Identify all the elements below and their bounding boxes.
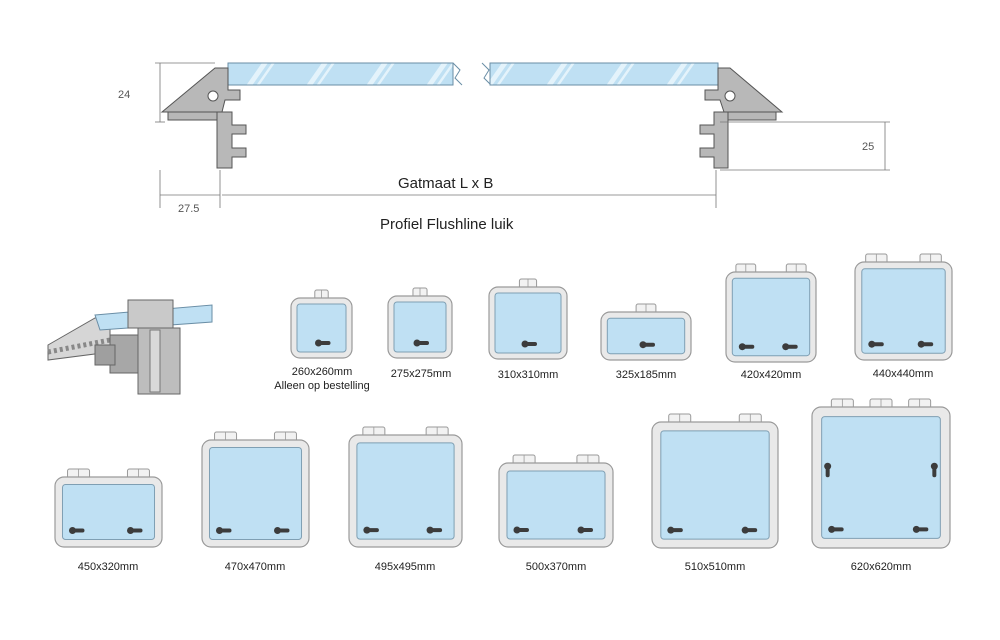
handle-icon <box>738 343 755 351</box>
hatch-item: 495x495mm <box>348 426 463 573</box>
hatch-glass <box>821 416 941 539</box>
hatch-item: 440x440mm <box>854 253 953 380</box>
dimension-lines <box>155 62 890 208</box>
handle-icon <box>363 526 379 534</box>
handle-icon <box>127 527 143 535</box>
hatch-size-label: 510x510mm <box>685 561 746 573</box>
hatch-glass <box>393 301 447 353</box>
handle-icon <box>413 339 429 347</box>
hatch-glass <box>506 470 606 540</box>
hatch-item: 510x510mm <box>651 413 779 573</box>
profile-caption: Profiel Flushline luik <box>380 216 514 233</box>
handle-icon <box>426 526 443 534</box>
hatch-item: 470x470mm <box>201 431 310 573</box>
hatch-size-label: 310x310mm <box>498 369 559 381</box>
hinge-detail-drawing <box>47 299 213 395</box>
handle-icon <box>521 340 537 348</box>
dim-height-left: 24 <box>118 89 130 101</box>
hatch-item: 275x275mm <box>387 287 453 380</box>
handle-icon <box>828 525 844 533</box>
dim-width-left: 27.5 <box>178 203 199 215</box>
hatch-glass <box>660 430 770 540</box>
dim-height-right: 25 <box>862 141 874 153</box>
break-mark <box>452 62 463 86</box>
hatch-glass <box>494 292 562 354</box>
hatch-glass <box>356 442 455 540</box>
handle-icon <box>513 526 529 534</box>
hatch-size-label: 620x620mm <box>851 561 912 573</box>
hatch-glass <box>861 268 946 354</box>
handle-icon <box>930 462 938 478</box>
hatch-item: 420x420mm <box>725 263 817 381</box>
handle-icon <box>274 527 290 535</box>
hatch-item: 450x320mm <box>54 468 163 573</box>
handle-icon <box>868 340 884 348</box>
hatch-glass <box>731 277 811 357</box>
hatch-size-label: 275x275mm <box>391 368 452 380</box>
hatch-item: 325x185mm <box>600 303 692 381</box>
handle-icon <box>68 527 85 535</box>
hatch-size-label: 440x440mm <box>873 368 934 380</box>
handle-icon <box>639 341 655 349</box>
hatch-item: 310x310mm <box>488 278 568 381</box>
hatch-glass <box>61 483 156 541</box>
hatch-item: 620x620mm <box>811 398 951 573</box>
hatch-size-label: 450x320mm <box>78 561 139 573</box>
hatch-size-label: 500x370mm <box>526 561 587 573</box>
glass-pane-right <box>489 62 719 86</box>
hatch-size-label: 260x260mm <box>292 366 353 378</box>
handle-icon <box>824 462 832 478</box>
handle-icon <box>912 525 929 533</box>
gatmaat-label: Gatmaat L x B <box>398 175 493 192</box>
handle-icon <box>741 526 758 534</box>
hatch-glass <box>606 317 686 355</box>
hatch-size-label: 495x495mm <box>375 561 436 573</box>
hatch-size-label: 470x470mm <box>225 561 286 573</box>
handle-icon <box>315 339 331 347</box>
handle-icon <box>782 343 798 351</box>
hatch-size-label: 420x420mm <box>741 369 802 381</box>
hatch-note: Alleen op bestelling <box>274 380 369 392</box>
profile-cross-section: 24 25 27.5 Gatmaat L x B Profiel Flushli… <box>118 62 890 233</box>
hatch-glass <box>296 303 347 353</box>
profile-left <box>160 67 247 169</box>
handle-icon <box>215 527 232 535</box>
handle-icon <box>577 526 594 534</box>
hatch-item: 500x370mm <box>498 454 614 573</box>
hatch-glass <box>208 446 303 541</box>
handle-icon <box>917 340 934 348</box>
glass-pane-left <box>227 62 454 86</box>
profile-right <box>699 67 784 169</box>
hatch-size-label: 325x185mm <box>616 369 677 381</box>
handle-icon <box>667 526 683 534</box>
